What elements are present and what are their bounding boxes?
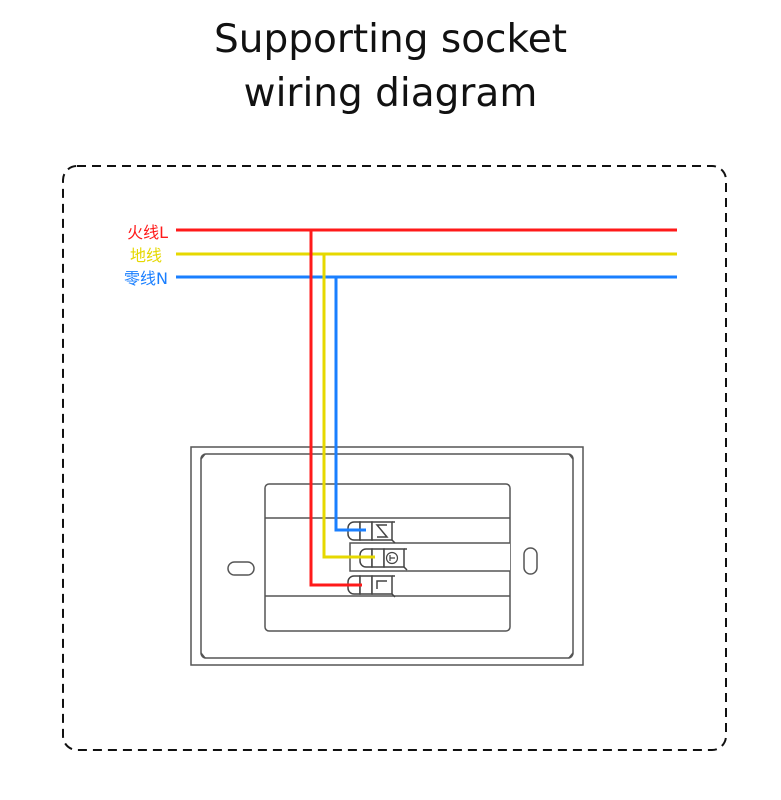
title-line-1: Supporting socket (214, 17, 567, 62)
l-glyph-icon (376, 580, 387, 589)
terminal-earth (359, 548, 408, 571)
terminal-neutral (347, 521, 396, 544)
title-line-2: wiring diagram (243, 71, 538, 116)
live-wire-label: 火线L (127, 223, 168, 242)
mounting-hole-right (523, 547, 538, 575)
neutral-wire-label: 零线N (124, 269, 168, 288)
plate-corners (200, 453, 574, 659)
earth-drop-wire (322, 254, 375, 559)
neutral-drop-wire (334, 277, 366, 532)
live-drop-wire (309, 230, 362, 587)
earth-wire-label: 地线 (130, 246, 162, 265)
mounting-hole-left (227, 561, 255, 576)
n-glyph-icon (375, 524, 389, 538)
dashed-frame (62, 165, 727, 751)
